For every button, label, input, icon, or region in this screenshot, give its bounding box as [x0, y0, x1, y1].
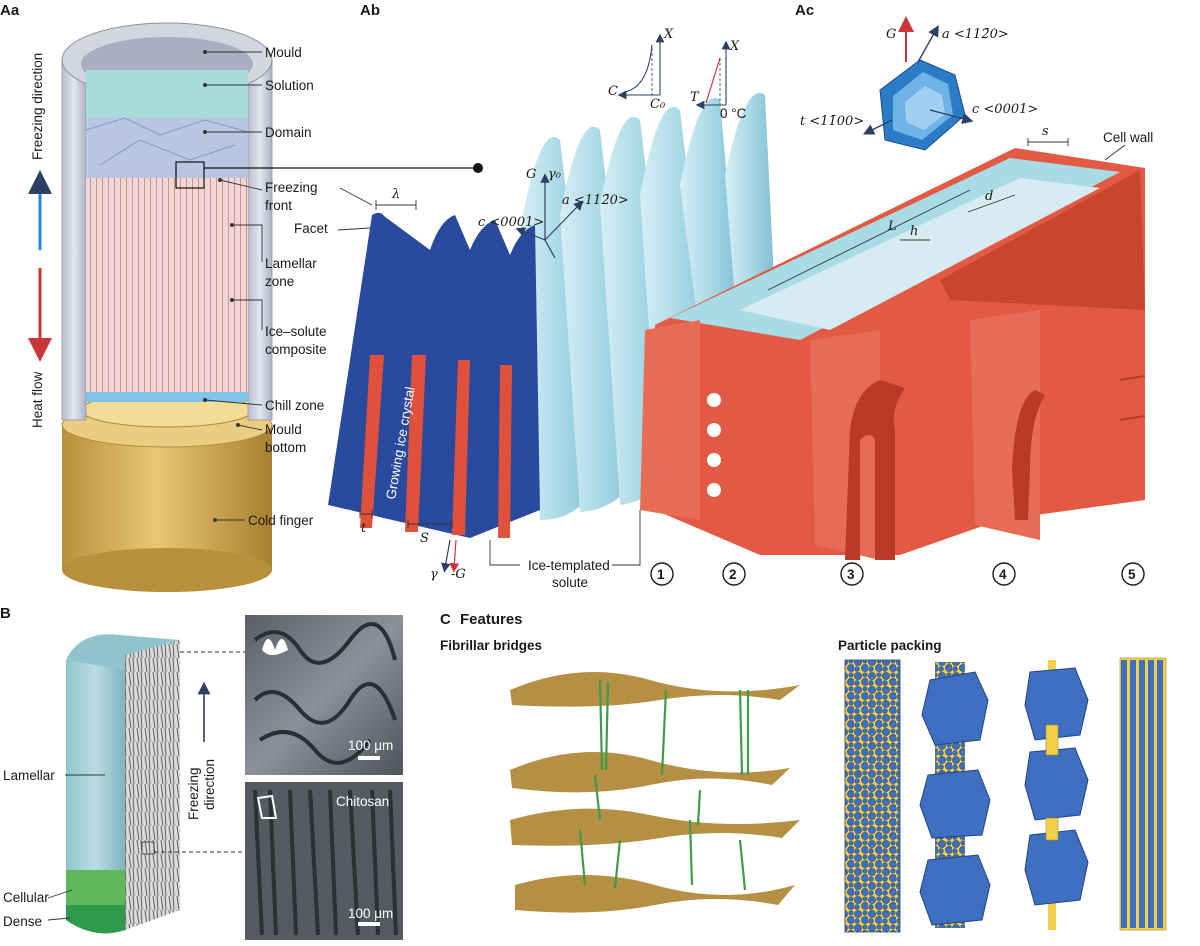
cell-wall-label: Cell wall — [1103, 130, 1153, 145]
feature-number-4: 4 — [992, 562, 1016, 586]
a-axis-label-ab: a <112̄0> — [562, 193, 629, 208]
l-dimension-label: L — [887, 219, 897, 234]
growing-ice-crystal-slab: Growing ice crystal — [328, 212, 540, 538]
cellular-label: Cellular — [3, 890, 49, 905]
cold-finger-label: Cold finger — [248, 513, 314, 528]
cell-wall-structure — [640, 148, 1146, 560]
t-temp-label: T — [690, 90, 700, 105]
chill-zone-region — [86, 392, 248, 402]
c-axis-label-ac: c <0001> — [972, 102, 1038, 117]
temperature-inset — [695, 40, 731, 110]
panel-ac: Ac G a <112̄0> c <0001> t <11̄00> — [640, 2, 1153, 586]
zero-celsius-label: 0 °C — [720, 106, 747, 121]
particle-column-4 — [1119, 657, 1167, 931]
mould-bottom-label-line2: bottom — [265, 440, 306, 455]
domain-region — [86, 118, 248, 178]
freezing-front-label-line1: Freezing — [265, 180, 318, 195]
facet-label: Facet — [294, 221, 328, 236]
svg-text:2: 2 — [729, 567, 737, 582]
lamellar-zone-label-line2: zone — [265, 274, 294, 289]
panel-c-title: Features — [460, 611, 523, 628]
x-axis-label-1: X — [663, 27, 674, 42]
dense-label: Dense — [3, 914, 42, 929]
panel-label-b: B — [0, 605, 11, 622]
solution-label: Solution — [265, 78, 314, 93]
feature-number-2: 2 — [722, 562, 746, 586]
lamellar-label-b: Lamellar — [3, 768, 55, 783]
particle-packing-title: Particle packing — [838, 638, 942, 653]
a-axis-label-ac: a <112̄0> — [942, 27, 1009, 42]
particle-column-1 — [844, 659, 901, 933]
chitosan-label: Chitosan — [336, 794, 389, 809]
panel-label-ab: Ab — [360, 2, 380, 19]
scale-bar-label-top: 100 μm — [348, 738, 393, 753]
gamma-label: γ — [430, 567, 438, 582]
x-axis-label-2: X — [729, 39, 740, 54]
g-label-ac: G — [886, 27, 896, 42]
panel-c: C Features Fibrillar bridges Particle pa… — [440, 611, 1167, 933]
solution-region — [86, 70, 248, 118]
feature-number-5: 5 — [1121, 562, 1145, 586]
panel-label-ac: Ac — [795, 2, 814, 19]
sem-image-bottom — [245, 782, 403, 940]
fibrillar-bridges-title: Fibrillar bridges — [440, 638, 542, 653]
freezing-direction-label-b2: direction — [202, 759, 217, 810]
composite-label-line1: Ice–solute — [265, 324, 327, 339]
ice-templated-solute-label-line2: solute — [552, 575, 588, 590]
c-axis-label-ab: c <0001> — [478, 215, 544, 230]
t-label: t — [361, 521, 367, 536]
mould-tube — [61, 22, 273, 421]
lamellar-zone-label-line1: Lamellar — [265, 256, 317, 271]
freezing-front-box — [175, 161, 205, 189]
s-spacing-label: S — [420, 531, 429, 546]
sem-image-top — [245, 615, 403, 775]
fibrillar-sheets — [510, 672, 800, 913]
d-dimension-label: d — [985, 189, 993, 204]
hexagonal-crystal — [862, 16, 974, 151]
feature-number-1: 1 — [650, 562, 674, 586]
panel-label-c: C — [440, 611, 451, 628]
freezing-direction-label: Freezing direction — [30, 53, 45, 160]
svg-text:4: 4 — [999, 567, 1007, 582]
scaffold-cylinder — [66, 634, 180, 934]
g-label-ab: G — [526, 167, 536, 182]
svg-text:3: 3 — [847, 567, 855, 582]
panel-label-aa: Aa — [0, 2, 20, 19]
composite-label-line2: composite — [265, 342, 327, 357]
c-label: C — [608, 84, 618, 99]
cold-finger — [61, 392, 273, 592]
heat-flow-label: Heat flow — [30, 371, 45, 428]
feature-number-3: 3 — [840, 562, 864, 586]
mould-bottom-label-line1: Mould — [265, 422, 302, 437]
freezing-direction-label-b1: Freezing — [186, 767, 201, 820]
mould-label: Mould — [265, 45, 302, 60]
freezing-front-label-line2: front — [265, 198, 292, 213]
c0-label: C₀ — [650, 97, 666, 112]
s-dimension-label: s — [1042, 124, 1049, 139]
domain-label: Domain — [265, 125, 312, 140]
minus-g-label: -G — [451, 567, 466, 582]
t-axis-label-ac: t <11̄00> — [800, 114, 864, 129]
concentration-inset — [617, 33, 665, 100]
gamma0-label: γ₀ — [548, 167, 562, 182]
panel-b: B Lamellar Cellular Dense Freezing direc… — [0, 605, 403, 940]
crystal-axes-ab — [515, 173, 584, 259]
h-dimension-label: h — [910, 224, 918, 239]
ice-templated-solute-label-line1: Ice-templated — [528, 558, 610, 573]
particle-column-3 — [1024, 660, 1089, 930]
svg-text:5: 5 — [1128, 567, 1136, 582]
svg-text:1: 1 — [657, 567, 665, 582]
scale-bar-label-bottom: 100 μm — [348, 906, 393, 921]
lambda-label: λ — [391, 187, 400, 202]
panel-aa: Aa Freezing direction — [0, 2, 483, 592]
chill-zone-label: Chill zone — [265, 398, 324, 413]
particle-column-2 — [919, 662, 991, 928]
